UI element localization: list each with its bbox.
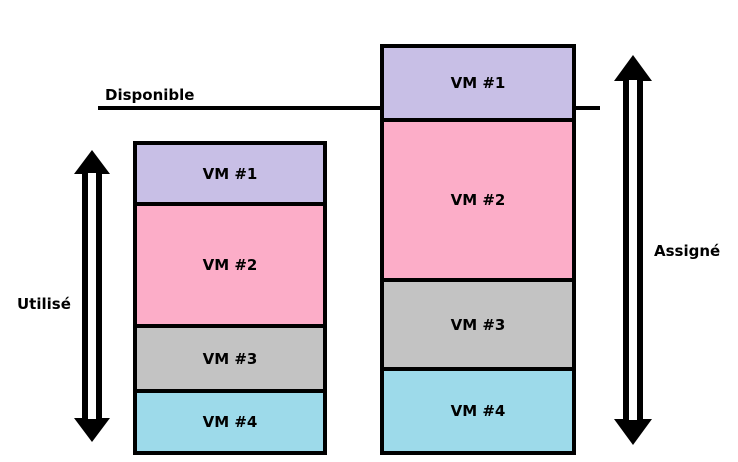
- left-vm-stack: VM #1 VM #2 VM #3 VM #4: [133, 141, 327, 455]
- left-vm4-block: VM #4: [137, 393, 323, 451]
- utilise-label: Utilisé: [17, 295, 71, 313]
- right-vm4-block: VM #4: [384, 371, 572, 451]
- right-vm2-block: VM #2: [384, 122, 572, 282]
- disponible-line: [98, 106, 600, 110]
- left-vm2-block: VM #2: [137, 206, 323, 328]
- right-vm1-block: VM #1: [384, 48, 572, 122]
- left-vm4-label: VM #4: [202, 413, 258, 431]
- right-vm3-block: VM #3: [384, 282, 572, 371]
- right-vm2-label: VM #2: [450, 191, 506, 209]
- assigne-double-arrow-icon: [614, 55, 652, 445]
- utilise-double-arrow-icon: [74, 150, 110, 442]
- disponible-label: Disponible: [105, 86, 195, 104]
- left-vm1-block: VM #1: [137, 145, 323, 206]
- assigne-label: Assigné: [654, 242, 721, 260]
- left-vm3-block: VM #3: [137, 328, 323, 393]
- right-vm1-label: VM #1: [450, 74, 506, 92]
- right-vm3-label: VM #3: [450, 315, 506, 334]
- left-vm2-label: VM #2: [202, 256, 258, 274]
- right-vm-stack: VM #1 VM #2 VM #3 VM #4: [380, 44, 576, 455]
- left-vm1-label: VM #1: [202, 164, 258, 183]
- left-vm3-label: VM #3: [202, 349, 258, 368]
- right-vm4-label: VM #4: [450, 402, 506, 420]
